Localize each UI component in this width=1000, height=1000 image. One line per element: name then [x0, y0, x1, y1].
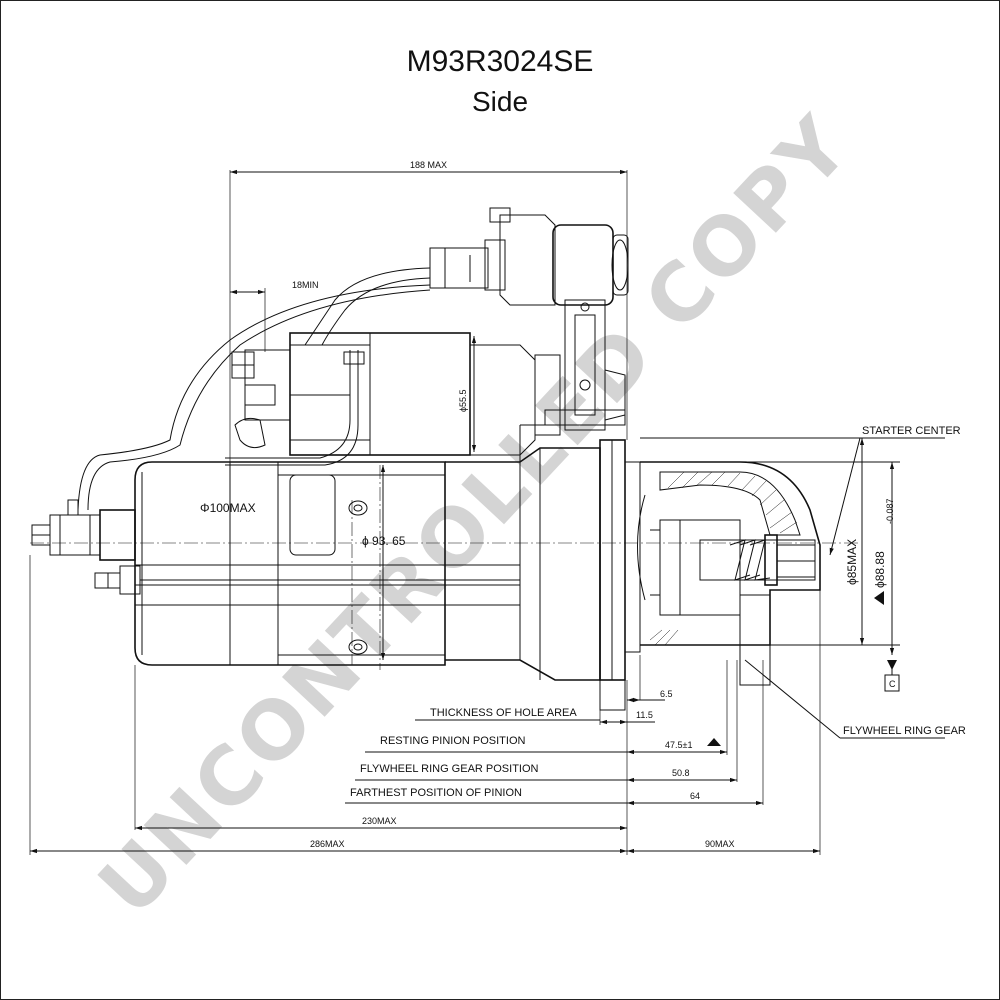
overall-length-188-label: 188 MAX [410, 160, 447, 170]
through-bolt-top [348, 500, 368, 516]
hole-thickness-dim: 6.5 [660, 689, 673, 699]
relay-bracket [564, 299, 606, 431]
resting-pinion-label: RESTING PINION POSITION [380, 735, 526, 747]
farthest-pinion-label: FARTHEST POSITION OF PINION [350, 787, 522, 799]
section-hatch-top [667, 471, 798, 534]
datum-triangle-icon [874, 591, 884, 605]
relay-connector [429, 207, 629, 431]
solenoid-diameter-label: ϕ55.5 [458, 389, 468, 412]
nose-length-dim: 90MAX [705, 839, 735, 849]
rear-cover [99, 509, 136, 561]
field-coil-window [289, 474, 336, 556]
solenoid-case [289, 332, 471, 456]
resting-pinion-dim: 47.5±1 [665, 740, 692, 750]
motor-body [134, 461, 520, 666]
datum-label: C [889, 679, 896, 689]
pinion-shaft [699, 539, 816, 581]
solenoid [231, 332, 561, 456]
pilot-tolerance-label: -0.087 [885, 498, 895, 524]
pinion-diameter-label: ϕ85MAX [845, 539, 859, 585]
yoke-diameter-label: Φ100MAX [200, 501, 256, 515]
pinion-nose-section [637, 461, 821, 686]
title-block: M93R3024SE Side [0, 40, 1000, 120]
part-number-title: M93R3024SE [406, 45, 594, 78]
pinion-gear [659, 519, 741, 616]
wire-harness [77, 267, 431, 511]
rear-terminals [31, 499, 520, 595]
thickness-hole-area-label: THICKNESS OF HOLE AREA [430, 707, 577, 719]
resting-pinion-triangle-icon [707, 738, 721, 746]
relay-body [552, 224, 614, 306]
through-bolt-bottom [348, 639, 368, 655]
flange-pinion-dim: 11.5 [636, 710, 653, 720]
pinion-spring [729, 539, 771, 581]
pilot-diameter-label: ϕ88.88 [873, 551, 887, 588]
connector-plug [429, 247, 489, 289]
ring-gear-position-dim: 50.8 [672, 768, 690, 778]
total-length-dim: 286MAX [310, 839, 345, 849]
starter-center-label: STARTER CENTER [862, 425, 961, 437]
view-subtitle: Side [471, 86, 529, 117]
flywheel-ring-gear-label: FLYWHEEL RING GEAR [843, 725, 966, 737]
b-terminal-nut [49, 514, 101, 556]
section-hatch-bottom [649, 629, 679, 646]
motor-diameter-label: ϕ 93. 65 [362, 534, 406, 548]
datum-box [884, 674, 900, 692]
terminal-clearance-label: 18MIN [292, 280, 319, 290]
farthest-pinion-dim: 64 [690, 791, 700, 801]
watermark-text: UNCONTROLLED COPY [81, 98, 868, 933]
ground-terminal-nut [119, 565, 141, 595]
ring-gear-position-label: FLYWHEEL RING GEAR POSITION [360, 763, 539, 775]
body-length-dim: 230MAX [362, 816, 397, 826]
